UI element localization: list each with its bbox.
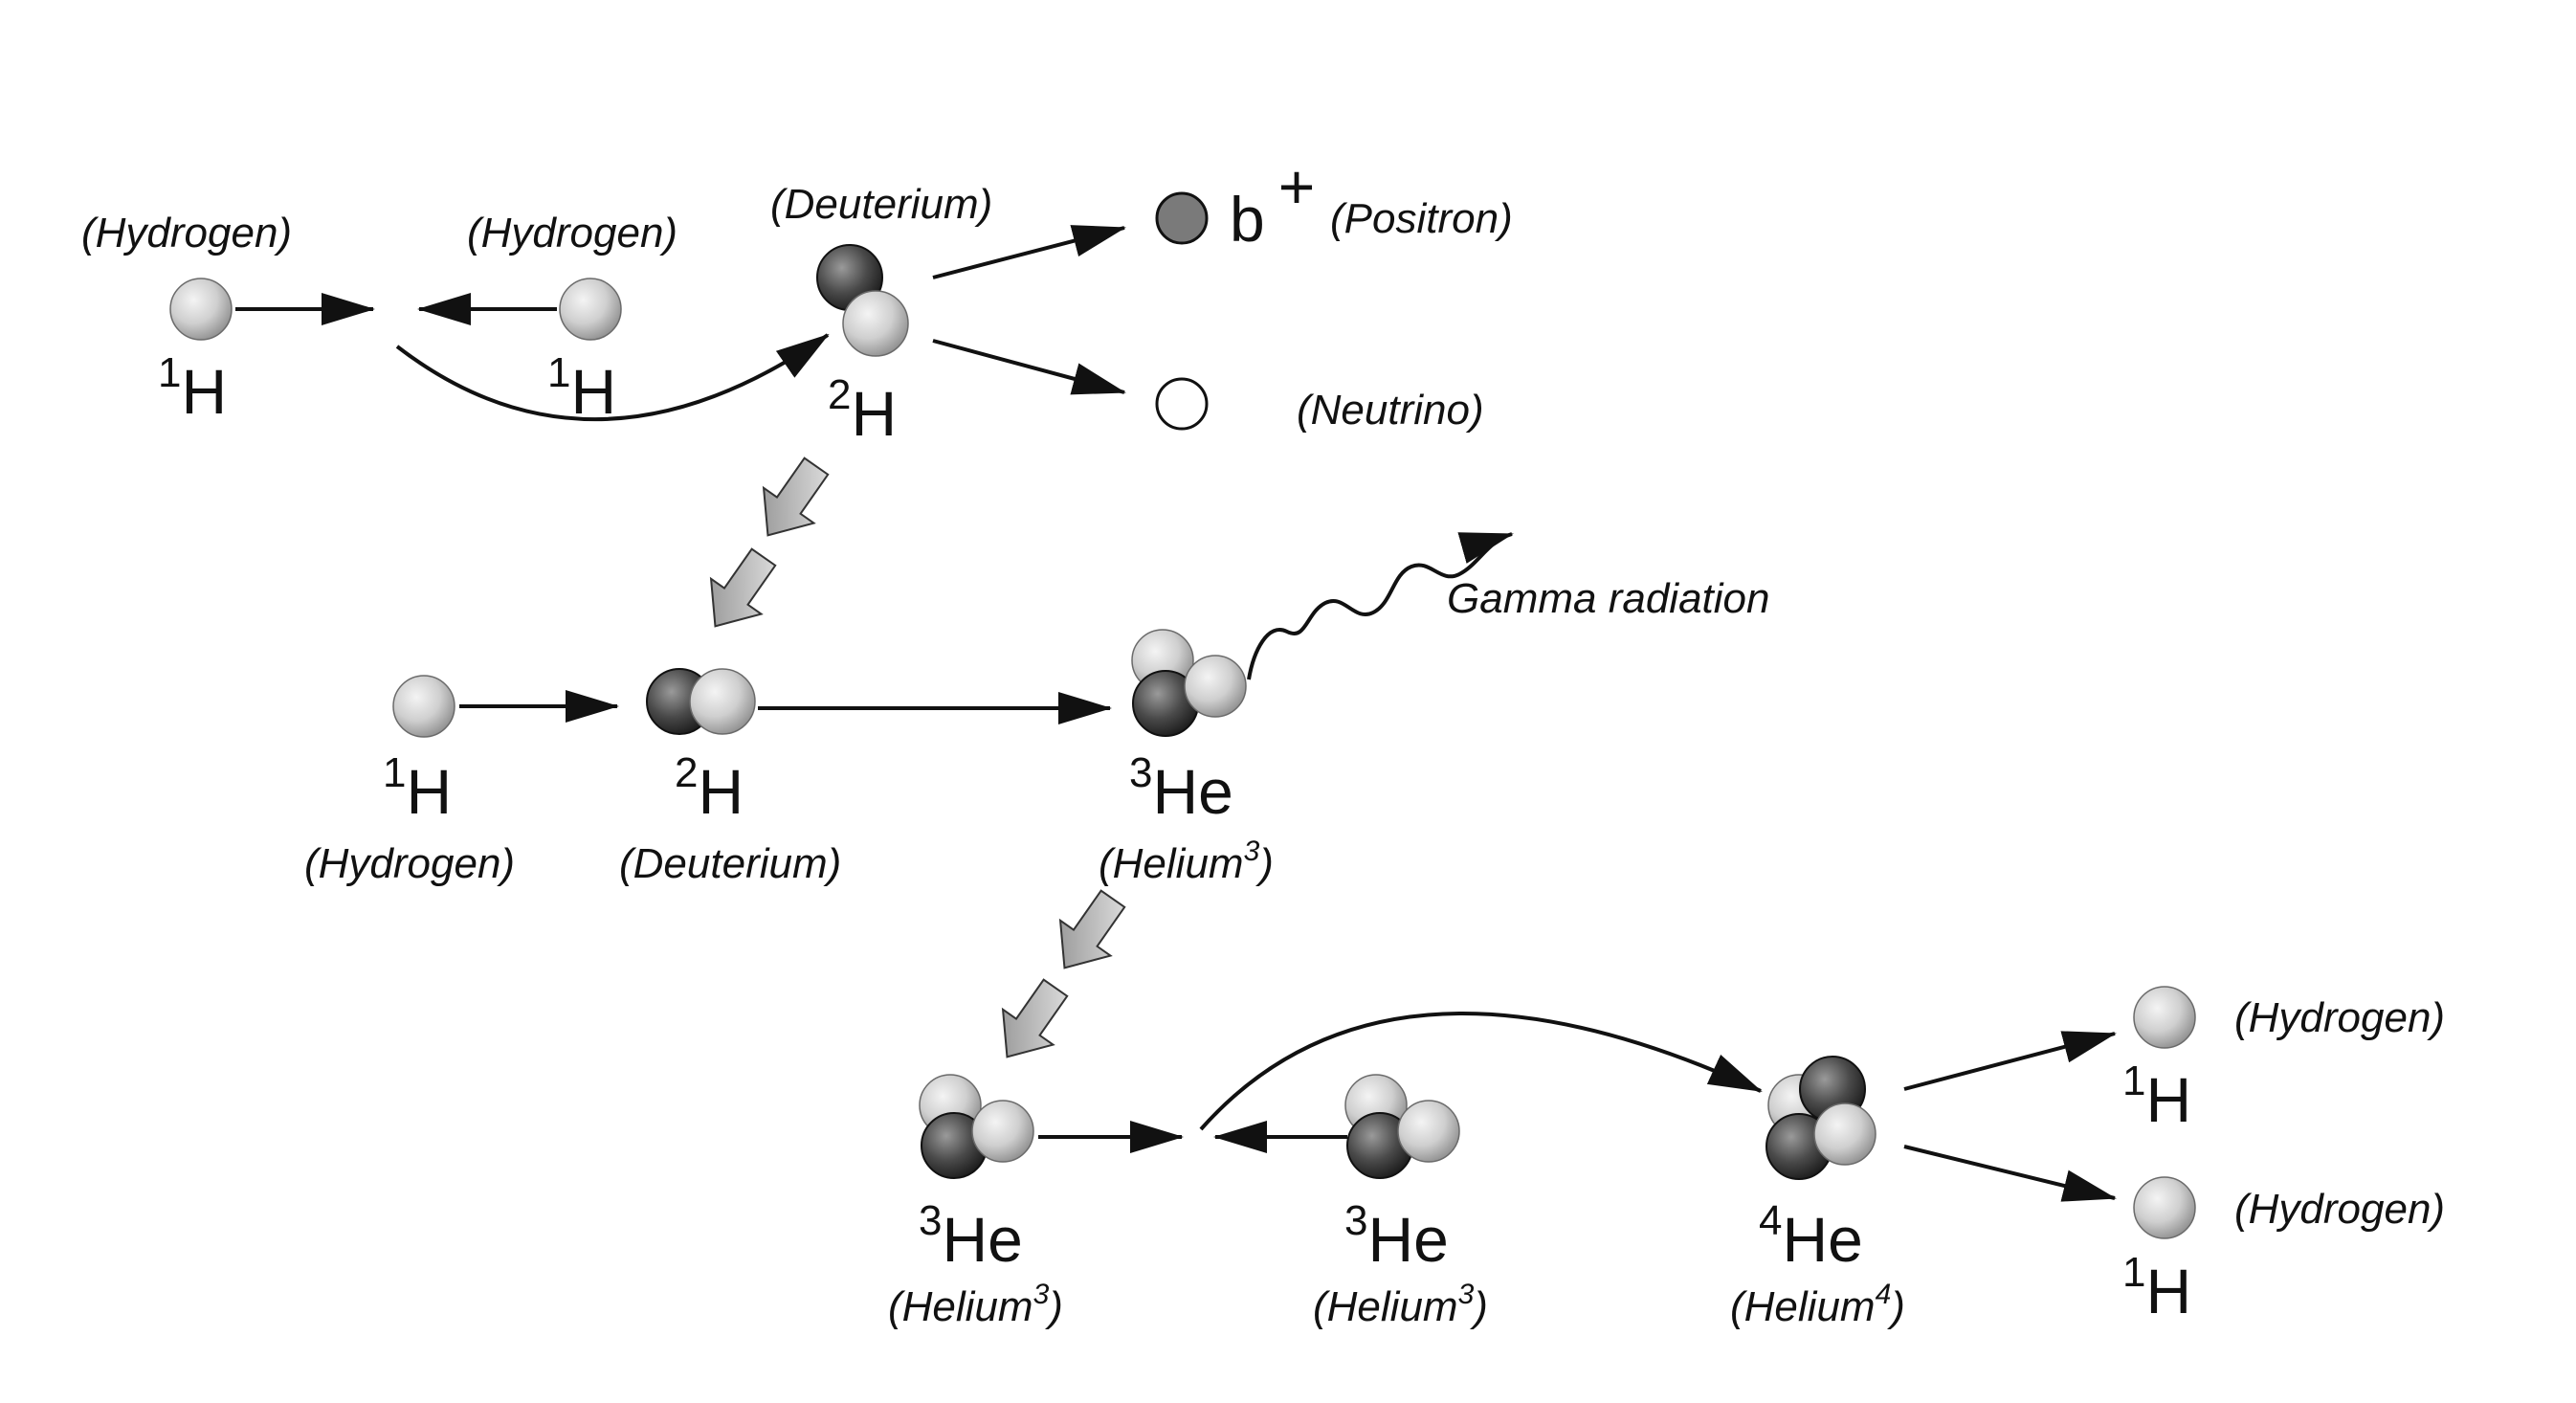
positron-name: (Positron)	[1330, 195, 1513, 242]
neutrino-icon	[1155, 377, 1209, 431]
hydrogen-bottom-name: (Hydrogen)	[2234, 1186, 2445, 1233]
hydrogen-right-isotope: 1H	[547, 349, 616, 427]
helium3-isotope: 3He	[1129, 749, 1233, 827]
step3-group: 3He (Helium3) 3He (Helium3) 4He (Helium4…	[888, 986, 2445, 1330]
helium3-right-isotope: 3He	[1344, 1197, 1449, 1275]
hydrogen-name: (Hydrogen)	[304, 840, 515, 887]
proton-icon	[169, 278, 233, 341]
neutrino-name: (Neutrino)	[1297, 387, 1484, 434]
proton-icon	[971, 1100, 1034, 1163]
proton-icon	[689, 668, 756, 735]
hydrogen-left-isotope: 1H	[158, 349, 227, 427]
hydrogen-bottom-isotope: 1H	[2122, 1249, 2191, 1326]
proton-icon	[559, 278, 622, 341]
hydrogen-right-name: (Hydrogen)	[467, 210, 677, 256]
helium3-name: (Helium3)	[1099, 835, 1274, 887]
step-arrow-icon	[709, 547, 777, 628]
gamma-radiation-label: Gamma radiation	[1447, 575, 1769, 622]
hydrogen-top-name: (Hydrogen)	[2234, 994, 2445, 1041]
hydrogen-top-isotope: 1H	[2122, 1058, 2191, 1135]
deuterium-name: (Deuterium)	[619, 840, 841, 887]
step-arrow-icon	[1001, 978, 1069, 1058]
proton-icon	[392, 675, 455, 738]
arrow-to-hydrogen-top	[1903, 1031, 2117, 1091]
step1-group: (Hydrogen) 1H (Hydrogen) 1H (Deuterium) …	[81, 151, 1513, 449]
proton-icon	[1184, 655, 1247, 718]
arrow-to-positron	[932, 225, 1126, 279]
deuterium-isotope: 2H	[828, 371, 897, 449]
helium3-left-isotope: 3He	[919, 1197, 1023, 1275]
helium3-left-name: (Helium3)	[888, 1279, 1063, 1330]
positron-symbol: b+	[1230, 151, 1315, 255]
proton-icon	[2133, 1176, 2196, 1239]
arrow-to-neutrino	[932, 339, 1126, 395]
positron-icon	[1155, 191, 1209, 245]
step-arrow-1	[709, 457, 830, 628]
step2-group: 1H (Hydrogen) 2H (Deuterium) 3He (Helium…	[304, 532, 1769, 887]
helium4-name: (Helium4)	[1730, 1279, 1905, 1330]
arrow-to-hydrogen-bottom	[1903, 1145, 2117, 1202]
hydrogen-left-name: (Hydrogen)	[81, 210, 292, 256]
step-arrow-icon	[762, 457, 830, 537]
proton-icon	[1813, 1102, 1876, 1166]
arrow-fusion-curve-he	[1199, 1012, 1763, 1131]
gamma-wave	[1247, 532, 1514, 680]
helium4-isotope: 4He	[1759, 1197, 1863, 1275]
deuterium-name: (Deuterium)	[770, 181, 992, 228]
helium3-right-name: (Helium3)	[1313, 1279, 1488, 1330]
arrow-fusion-curve	[395, 333, 830, 422]
proton-icon	[842, 290, 909, 357]
proton-icon	[2133, 986, 2196, 1049]
hydrogen-isotope: 1H	[383, 749, 452, 827]
deuterium-isotope: 2H	[675, 749, 744, 827]
step-arrow-2	[1001, 889, 1126, 1058]
proton-icon	[1397, 1100, 1460, 1163]
step-arrow-icon	[1058, 889, 1126, 969]
